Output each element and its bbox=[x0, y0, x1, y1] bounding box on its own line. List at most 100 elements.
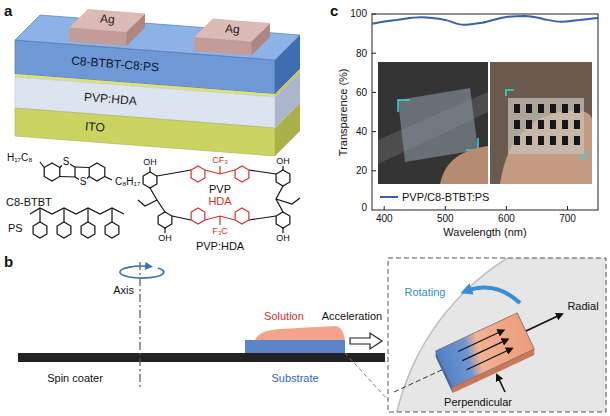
inset-view bbox=[388, 258, 606, 412]
transparency-chart bbox=[562, 136, 568, 145]
axis-title: Transparence (%) bbox=[338, 68, 351, 156]
transparency-chart bbox=[574, 104, 580, 113]
transparency-chart bbox=[514, 104, 520, 113]
transparency-chart bbox=[466, 138, 478, 150]
transparency-chart bbox=[562, 104, 568, 113]
inset-view bbox=[388, 220, 610, 416]
electrode-layer: ITO bbox=[82, 119, 109, 137]
chemical-group: H₁₇C₈ bbox=[6, 152, 33, 164]
transparency-chart bbox=[574, 136, 580, 145]
chemical-structure bbox=[87, 208, 88, 222]
layer-label: Ag bbox=[99, 13, 115, 28]
axis-ticks bbox=[506, 206, 507, 210]
tick-label: 20 bbox=[356, 165, 367, 177]
axis-title: Wavelength (nm) bbox=[443, 226, 526, 239]
chemical-structure bbox=[40, 162, 44, 168]
device-stack bbox=[15, 15, 300, 60]
legend-swatch bbox=[380, 196, 398, 198]
electrode-pad: Ag bbox=[96, 11, 118, 28]
tick-label: 600 bbox=[498, 213, 515, 225]
direction-label: Rotating bbox=[405, 286, 446, 299]
benzene-ring bbox=[276, 212, 290, 228]
substrate-tile bbox=[436, 313, 535, 387]
benzene-ring bbox=[89, 163, 105, 181]
layer-label: ITO bbox=[85, 120, 106, 135]
silver-electrode bbox=[194, 19, 270, 42]
transparency-chart bbox=[526, 136, 532, 145]
transparency-chart bbox=[514, 120, 520, 129]
molecule-name: PVP:HDA bbox=[196, 240, 244, 253]
direction-label: Radial bbox=[567, 300, 598, 313]
spin-coater bbox=[18, 353, 385, 362]
atom-label: S bbox=[62, 156, 71, 168]
benzene-ring bbox=[57, 222, 71, 238]
chemical-structure bbox=[249, 170, 276, 174]
molecule-name: HDA bbox=[208, 195, 231, 208]
part-label: Acceleration bbox=[322, 310, 383, 323]
part-label: Axis bbox=[113, 284, 134, 297]
transparency-chart bbox=[562, 120, 568, 129]
benzene-ring bbox=[276, 170, 290, 186]
benzene-ring bbox=[235, 208, 249, 224]
axis-ticks bbox=[384, 206, 385, 210]
benzene-ring bbox=[158, 212, 172, 228]
tick-label: 40 bbox=[356, 126, 367, 138]
inset-view bbox=[462, 339, 507, 360]
chemical-group: OH bbox=[275, 233, 291, 243]
layer-label: PVP:HDA bbox=[83, 91, 137, 109]
panel-letter: c bbox=[330, 2, 338, 19]
part-label: Solution bbox=[264, 310, 304, 323]
silver-electrode bbox=[70, 9, 146, 46]
tick-label: 400 bbox=[376, 213, 393, 225]
chemical-structure bbox=[219, 166, 220, 174]
part-label: Substrate bbox=[272, 372, 319, 385]
chemical-structure bbox=[30, 208, 124, 214]
chemical-structure bbox=[111, 208, 112, 222]
device-stack bbox=[275, 103, 300, 156]
atom-label: S bbox=[79, 176, 88, 188]
device-stack bbox=[15, 108, 275, 156]
transparency-chart bbox=[550, 120, 556, 129]
chemical-group: C₈H₁₇ bbox=[114, 176, 141, 188]
chemical-structure bbox=[157, 170, 191, 176]
transparency-chart bbox=[508, 98, 584, 154]
chemical-structure bbox=[172, 216, 191, 220]
chemical-group: OH bbox=[142, 157, 158, 167]
inset-view bbox=[458, 330, 512, 369]
transparency-chart bbox=[398, 100, 410, 112]
silver-electrode bbox=[194, 19, 270, 56]
transparency-chart bbox=[440, 146, 488, 184]
axis-ticks bbox=[567, 206, 568, 210]
solution bbox=[255, 326, 345, 340]
silver-electrode bbox=[70, 9, 146, 32]
inset-view bbox=[466, 287, 520, 303]
tick-label: 500 bbox=[437, 213, 454, 225]
tick-label: 700 bbox=[559, 213, 576, 225]
chemical-structure bbox=[276, 198, 300, 204]
spin-coater bbox=[120, 266, 164, 278]
inset-view bbox=[458, 330, 503, 351]
chemical-group: CF₃ bbox=[211, 155, 229, 165]
transparency-chart bbox=[574, 120, 580, 129]
legend-item: PVP/C8-BTBT:PS bbox=[380, 191, 489, 203]
chemical-structure bbox=[30, 162, 300, 238]
tick-label: 60 bbox=[356, 87, 367, 99]
inset-view bbox=[497, 375, 505, 392]
transparency-chart bbox=[398, 88, 478, 162]
molecule-name: PS bbox=[8, 222, 23, 235]
tick-label: 0 bbox=[361, 202, 367, 214]
transparency-chart bbox=[514, 104, 580, 145]
transparency-chart bbox=[538, 104, 544, 113]
photo bbox=[490, 62, 592, 184]
layer-label: Ag bbox=[224, 23, 240, 38]
transparency-chart bbox=[538, 136, 544, 145]
inset-view bbox=[390, 258, 606, 412]
panel-letter: a bbox=[4, 2, 12, 19]
axis-ticks bbox=[372, 170, 376, 171]
transparency-curve bbox=[372, 16, 598, 25]
transparency-chart bbox=[526, 120, 532, 129]
molecule-name: PVP bbox=[209, 183, 231, 196]
panel-letter: b bbox=[4, 253, 13, 270]
benzene-ring bbox=[81, 222, 95, 238]
